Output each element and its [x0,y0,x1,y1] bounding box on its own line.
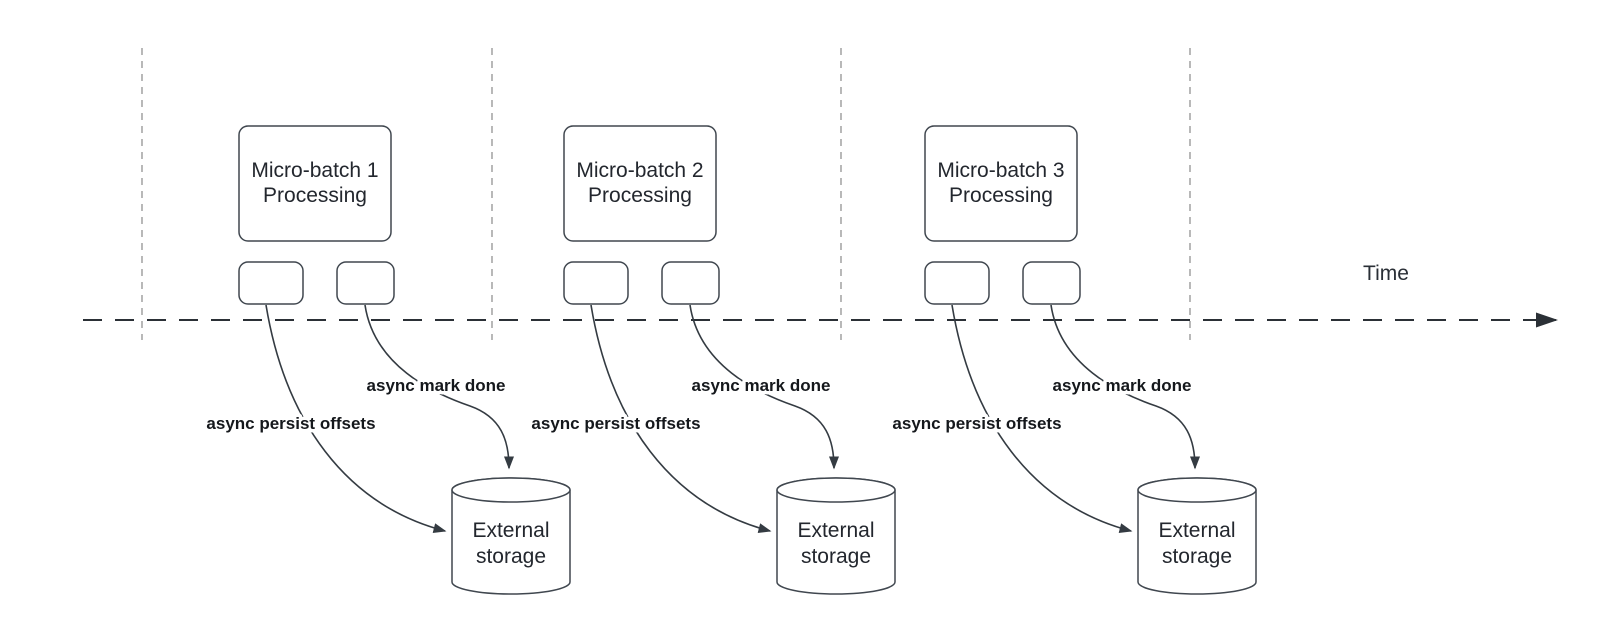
mark-done-label: async mark done [1053,376,1192,395]
microbatch-3-title-line2: Processing [949,184,1053,207]
microbatch-2-box [563,125,717,242]
time-axis-label: Time [1363,262,1409,285]
external-storage-line1: External [797,519,874,542]
microbatch-2-title-line1: Micro-batch 2 [576,159,703,182]
persist-offsets-arrow [590,304,772,533]
external-storage-line1: External [472,519,549,542]
persist-offsets-arrow [265,304,447,533]
microbatch-3-title-line1: Micro-batch 3 [937,159,1064,182]
microbatch-1-title-line2: Processing [263,184,367,207]
microbatch-1-box [238,125,392,242]
microbatch-2-title-line2: Processing [588,184,692,207]
mark-done-label: async mark done [367,376,506,395]
mark-done-arrow [364,304,514,470]
persist-offsets-arrow [951,304,1133,533]
external-storage-line2: storage [1162,545,1232,568]
offset-task-box [238,261,304,305]
mark-done-arrow [1050,304,1200,470]
done-task-box [1022,261,1081,305]
external-storage-line2: storage [801,545,871,568]
external-storage-cylinder-top [776,477,896,503]
done-task-box [661,261,720,305]
external-storage-line1: External [1158,519,1235,542]
microbatch-3-box [924,125,1078,242]
done-task-box [336,261,395,305]
external-storage-cylinder-top [451,477,571,503]
external-storage-cylinder-top [1137,477,1257,503]
microbatch-group-3: Micro-batch 3 Processing async mark done… [889,125,1257,595]
microbatch-group-1: Micro-batch 1 Processing async mark done… [203,125,571,595]
persist-offsets-label: async persist offsets [531,414,700,433]
mark-done-label: async mark done [692,376,831,395]
persist-offsets-label: async persist offsets [892,414,1061,433]
persist-offsets-label: async persist offsets [206,414,375,433]
external-storage-line2: storage [476,545,546,568]
microbatch-1-title-line1: Micro-batch 1 [251,159,378,182]
offset-task-box [924,261,990,305]
microbatch-group-2: Micro-batch 2 Processing async mark done… [528,125,896,595]
mark-done-arrow [689,304,839,470]
offset-task-box [563,261,629,305]
